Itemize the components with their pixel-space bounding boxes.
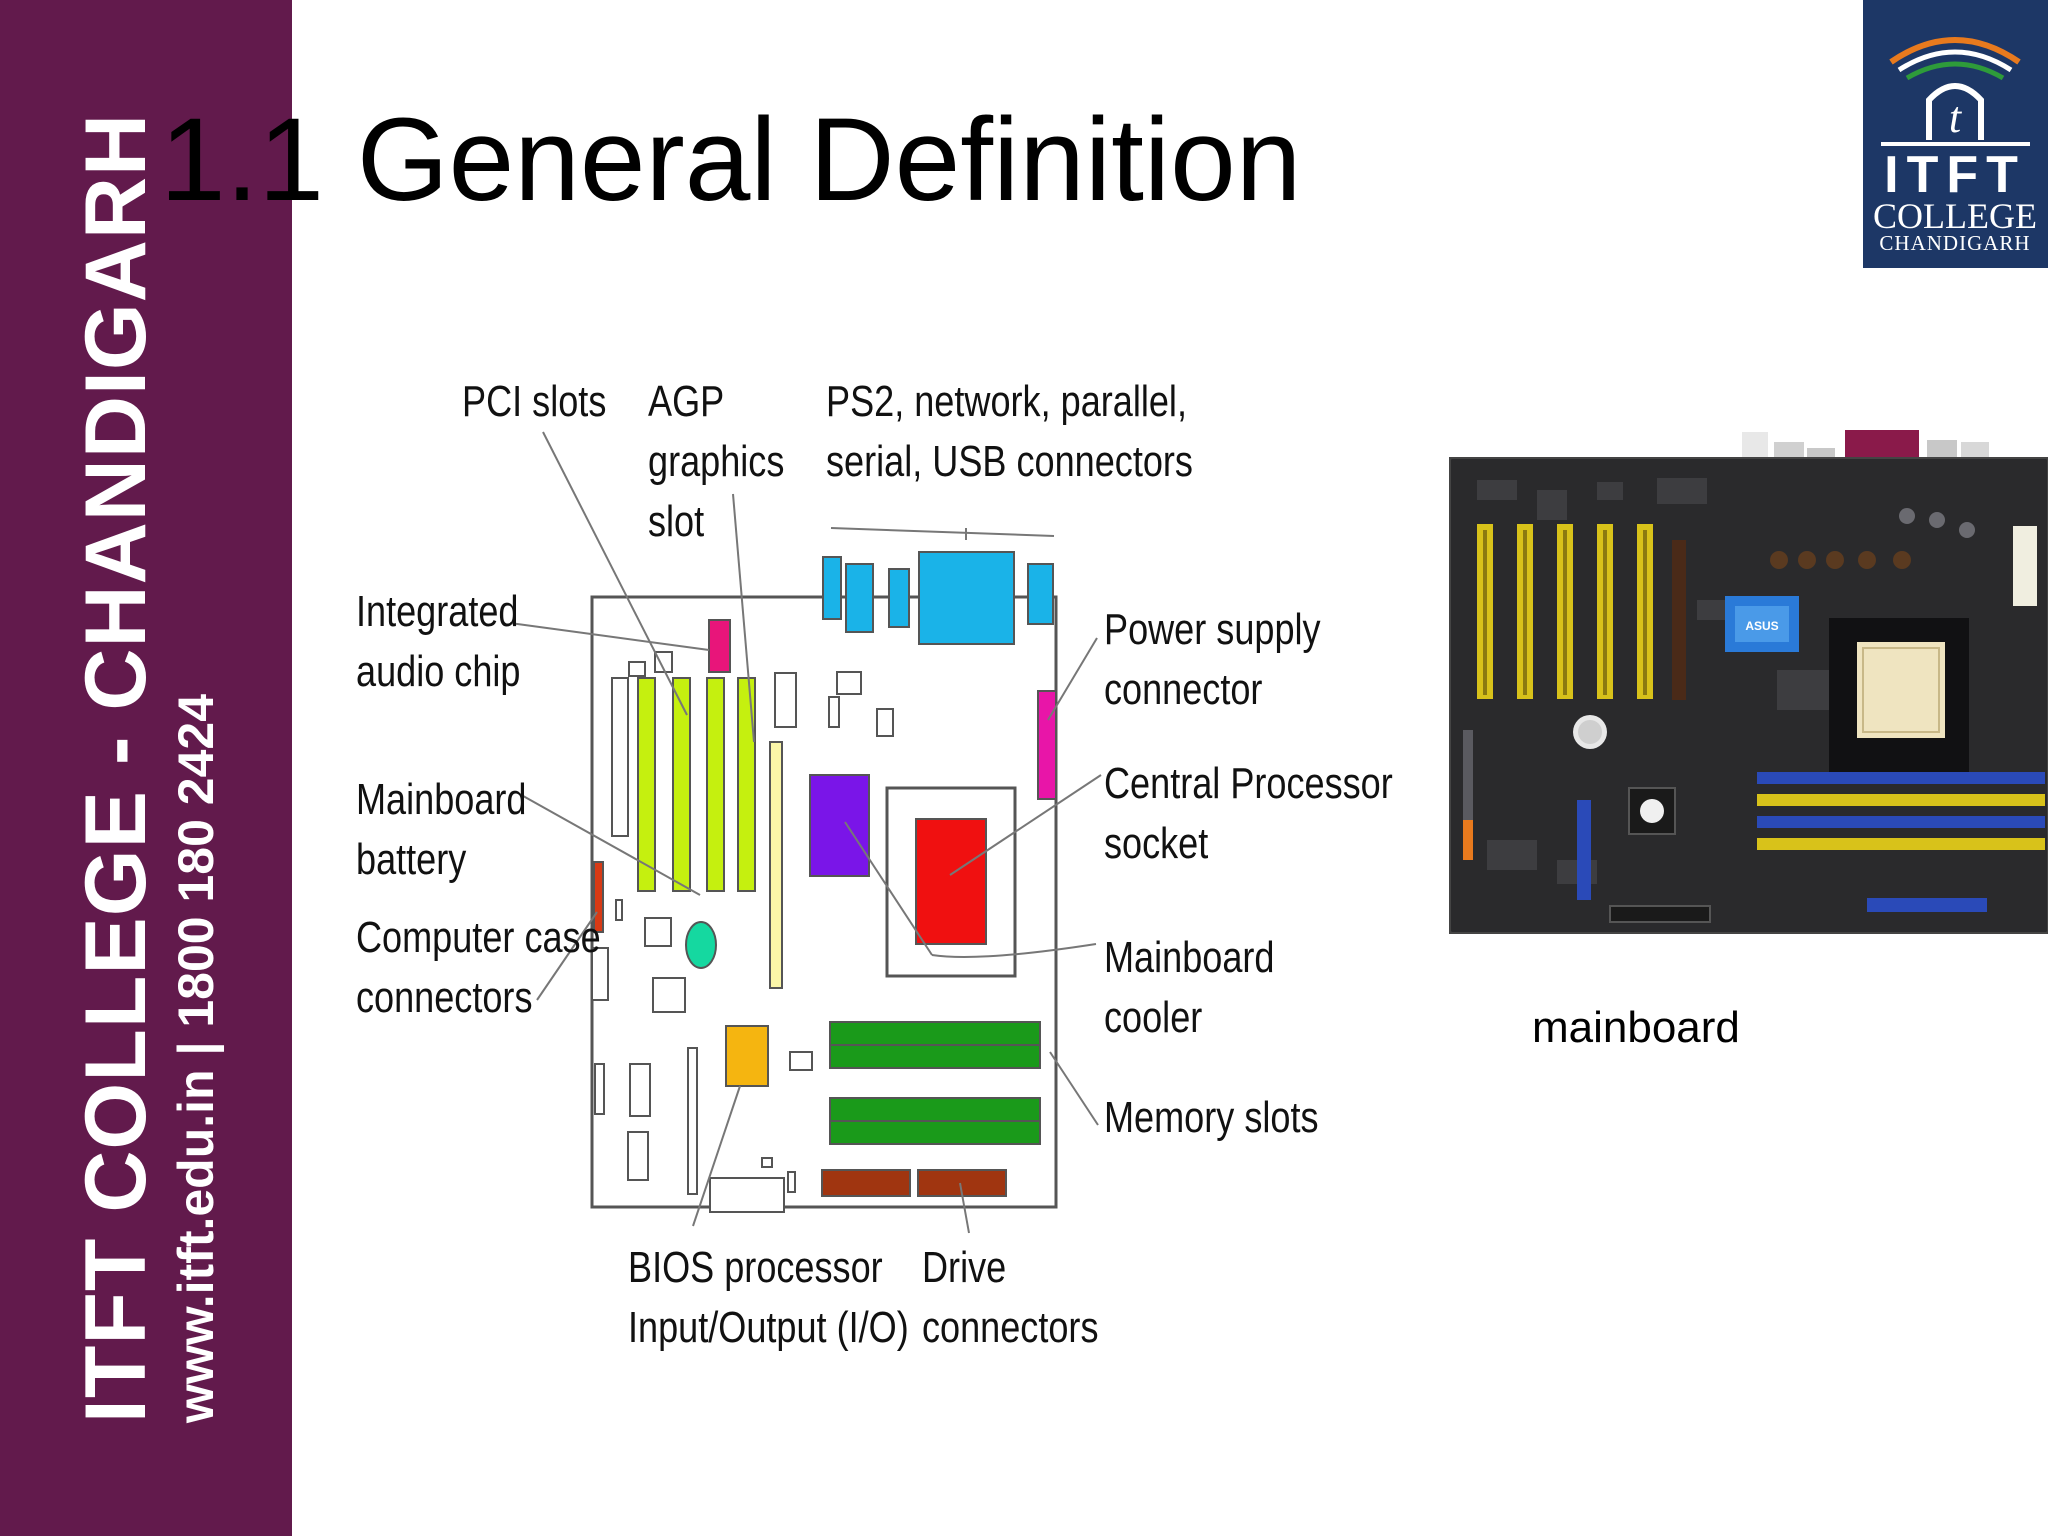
label-case-connectors: Computer case connectors: [356, 913, 601, 1022]
label-rear-ports: PS2, network, parallel, serial, USB conn…: [826, 377, 1193, 486]
label-bios: BIOS processor Input/Output (I/O): [628, 1243, 909, 1352]
sidebar-banner: ITFT COLLEGE - CHANDIGARH www.itft.edu.i…: [0, 0, 292, 1536]
chipset: [809, 774, 870, 877]
agp-slot: [769, 741, 783, 989]
label-cpu-socket: Central Processor socket: [1104, 759, 1393, 868]
photo-caption: mainboard: [1532, 1003, 1740, 1052]
label-agp-slot: AGP graphics slot: [648, 377, 785, 546]
power-connector: [1037, 690, 1057, 800]
audio-chip: [708, 619, 731, 673]
label-memory-slots: Memory slots: [1104, 1093, 1319, 1142]
bios-chip: [725, 1025, 769, 1087]
cpu: [915, 818, 987, 945]
mainboard-battery: [685, 921, 717, 969]
slide-title: 1.1 General Definition: [160, 94, 1302, 226]
photo-brand-logo: ASUS: [1745, 619, 1778, 633]
logo-chandigarh: CHANDIGARH: [1879, 231, 2030, 255]
label-pci-slots: PCI slots: [462, 377, 607, 426]
photo-memory-slots: [1757, 772, 2045, 850]
label-drive-connectors: Drive connectors: [922, 1243, 1099, 1352]
logo-itft: ITFT: [1884, 146, 2026, 204]
college-logo: t ITFT COLLEGE CHANDIGARH: [1863, 0, 2048, 268]
pci-slots: [611, 651, 756, 892]
label-mainboard-battery: Mainboard battery: [356, 775, 527, 884]
logo-emblem-icon: t ITFT COLLEGE CHANDIGARH: [1873, 37, 2037, 255]
label-power-connector: Power supply connector: [1104, 605, 1321, 714]
rear-connectors: [822, 551, 1054, 645]
memory-slots: [829, 1021, 1041, 1145]
mainboard-photo: ASUS: [1449, 430, 2048, 934]
label-audio-chip: Integrated audio chip: [356, 587, 521, 696]
label-mainboard-cooler: Mainboard cooler: [1104, 933, 1275, 1042]
leader-lines: [509, 431, 1102, 1234]
svg-text:t: t: [1949, 93, 1963, 142]
logo-college: COLLEGE: [1873, 196, 2037, 236]
